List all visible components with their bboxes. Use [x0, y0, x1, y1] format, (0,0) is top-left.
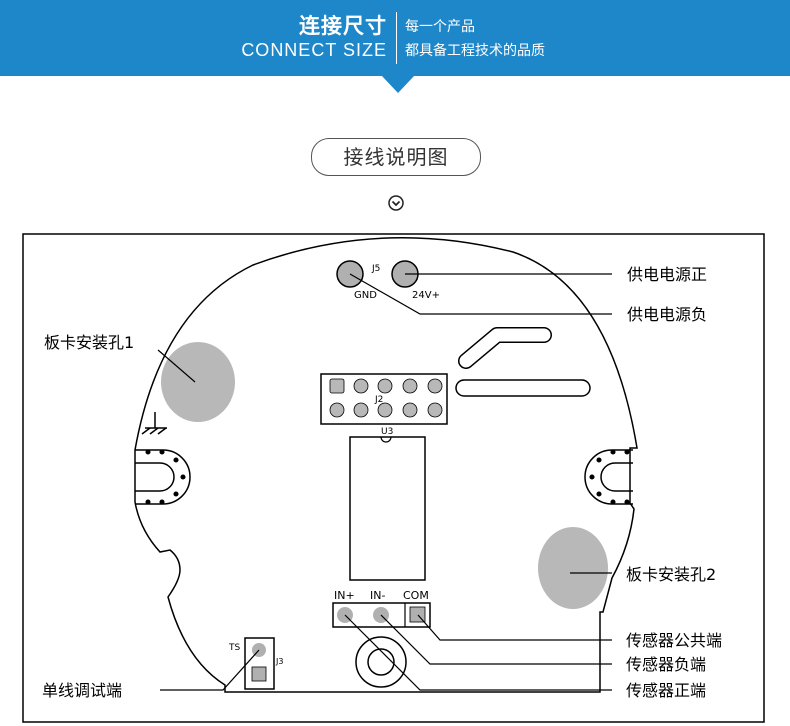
j3-label: J3 — [275, 657, 283, 666]
in-plus-label: IN+ — [334, 589, 355, 602]
chevron-down-circle-icon — [388, 195, 404, 211]
mount-hole-2 — [538, 527, 608, 609]
ts-label: TS — [228, 643, 240, 653]
v24-label: 24V+ — [412, 290, 440, 301]
callout-mount-hole-1: 板卡安装孔1 — [44, 333, 134, 352]
j2-label: J2 — [374, 395, 383, 405]
com-label: COM — [403, 589, 429, 602]
j5-label: J5 — [371, 264, 380, 274]
header-banner — [0, 0, 790, 76]
callout-sensor-negative: 传感器负端 — [626, 655, 706, 674]
header-arrow — [381, 75, 415, 93]
header-slogan-line1: 每一个产品 — [405, 19, 475, 35]
right-terminal-notch — [584, 449, 633, 505]
section-title: 接线说明图 — [311, 138, 481, 176]
mount-hole-1 — [161, 342, 235, 422]
slot-upper-inner — [459, 328, 551, 368]
callout-power-positive: 供电电源正 — [627, 265, 707, 284]
j3-header: TS J3 — [228, 637, 283, 690]
left-terminal-notch — [135, 449, 191, 505]
header-title-en: CONNECT SIZE — [241, 40, 387, 60]
callout-sensor-positive: 传感器正端 — [626, 681, 706, 700]
sensor-terminal-block: IN+ IN- COM — [332, 589, 431, 628]
j2-header: J2 — [320, 373, 448, 425]
gnd-label: GND — [354, 290, 377, 301]
callout-power-negative: 供电电源负 — [627, 305, 707, 324]
header-title-cn: 连接尺寸 — [299, 14, 387, 38]
slot-lower — [455, 379, 591, 397]
board-outline — [134, 236, 638, 693]
in-minus-label: IN- — [370, 589, 385, 602]
header-slogan-line2: 都具备工程技术的品质 — [405, 43, 545, 59]
ground-symbol — [141, 412, 167, 435]
callout-mount-hole-2: 板卡安装孔2 — [626, 565, 716, 584]
header-divider — [396, 12, 397, 64]
leader-lines — [157, 273, 612, 691]
u3-label: U3 — [381, 427, 393, 437]
callout-sensor-common: 传感器公共端 — [626, 631, 722, 650]
u3-chip: U3 — [349, 427, 426, 581]
callout-single-wire-debug: 单线调试端 — [42, 681, 122, 700]
lower-ring — [355, 636, 407, 688]
